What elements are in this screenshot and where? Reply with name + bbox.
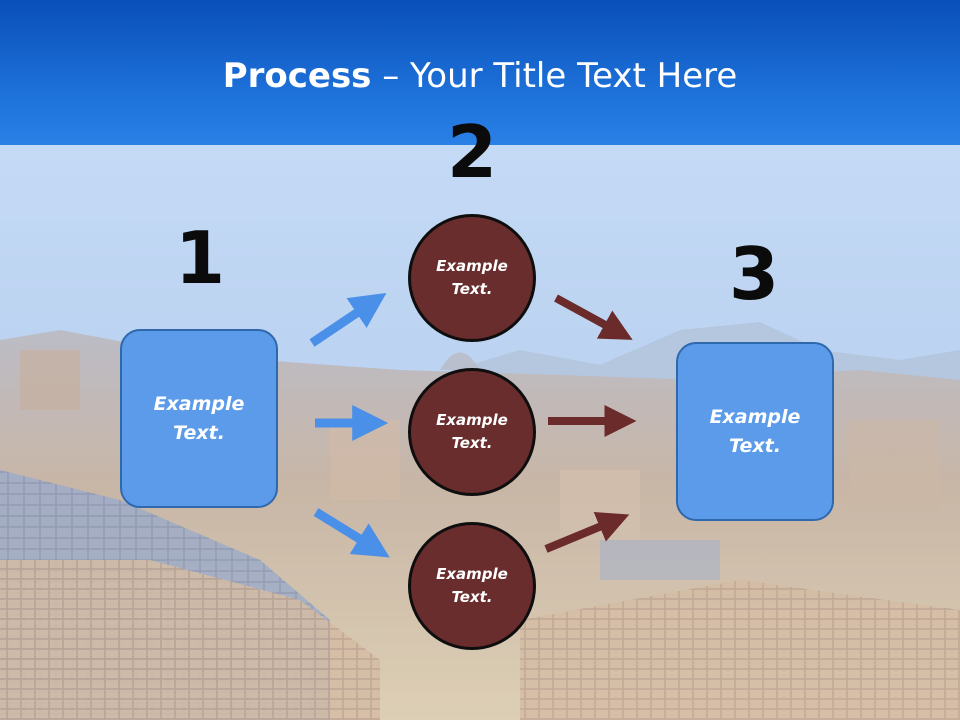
arrow-box-to-circle-bottom <box>313 508 390 558</box>
step-circle-top-text: Example Text. <box>436 257 508 298</box>
step-box-right: Example Text. <box>676 342 834 521</box>
slide-title: Process – Your Title Text Here <box>0 52 960 100</box>
title-bar <box>0 0 960 145</box>
step-circle-bottom-text: Example Text. <box>436 565 508 606</box>
step-circle-middle: Example Text. <box>408 368 536 496</box>
title-rest: – Your Title Text Here <box>371 56 738 96</box>
step-box-right-text: Example Text. <box>709 405 801 457</box>
arrow-circle-top-to-box <box>554 294 633 340</box>
title-bold: Process <box>222 56 372 96</box>
step-number-3: 3 <box>728 232 780 316</box>
step-box-left-text: Example Text. <box>153 392 245 444</box>
step-circle-bottom: Example Text. <box>408 522 536 650</box>
step-circle-middle-text: Example Text. <box>436 411 508 452</box>
arrow-circle-bottom-to-box <box>544 511 630 553</box>
arrow-box-to-circle-top <box>309 292 387 347</box>
step-number-1: 1 <box>174 216 226 300</box>
step-number-2: 2 <box>446 110 498 194</box>
step-circle-top: Example Text. <box>408 214 536 342</box>
step-box-left: Example Text. <box>120 329 278 508</box>
